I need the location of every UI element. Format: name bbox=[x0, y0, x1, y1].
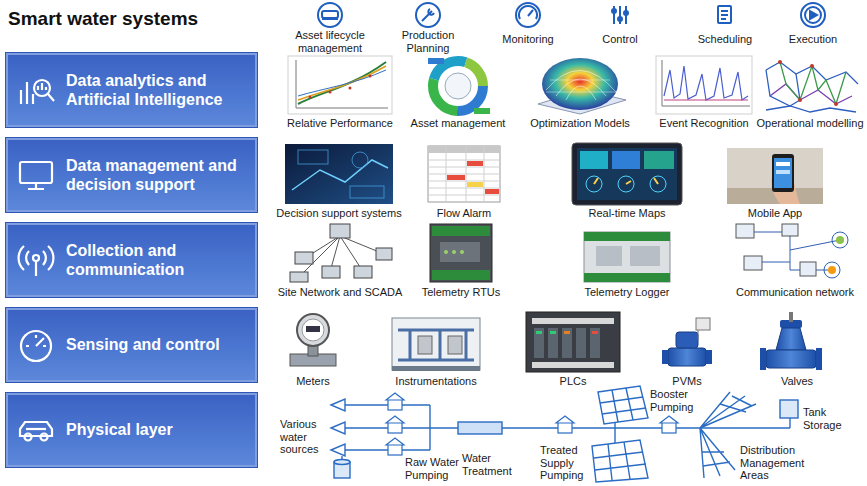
layer-band: Data management and decision support bbox=[5, 137, 258, 213]
caption-label: Mobile App bbox=[748, 207, 802, 220]
management-pictures bbox=[285, 143, 823, 205]
caption-label: PLCs bbox=[560, 375, 587, 388]
band-text-holder: Sensing and control bbox=[66, 335, 220, 354]
caption-label: Valves bbox=[781, 375, 813, 388]
caption-label: Various water sources bbox=[280, 418, 330, 456]
caption-label: Operational modelling bbox=[756, 117, 863, 130]
band-text-holder: Physical layer bbox=[66, 420, 173, 439]
caption-label: Control bbox=[602, 33, 637, 46]
caption-label: Asset lifecycle management bbox=[284, 29, 376, 54]
caption-label: Instrumentations bbox=[395, 375, 476, 388]
caption-label: Site Network and SCADA bbox=[278, 286, 403, 299]
caption-label: Optimization Models bbox=[530, 117, 630, 130]
analytics-icon bbox=[16, 70, 56, 110]
caption-label: Telemetry RTUs bbox=[422, 286, 501, 299]
monitor-icon bbox=[16, 155, 56, 195]
top-icons bbox=[318, 3, 825, 27]
caption-label: Tank Storage bbox=[803, 406, 853, 431]
antenna-icon bbox=[16, 240, 56, 280]
caption-label: Distribution Management Areas bbox=[740, 444, 820, 482]
caption-label: Production Planning bbox=[388, 29, 468, 54]
layer-band: Sensing and control bbox=[5, 307, 258, 383]
pump-houses bbox=[386, 393, 678, 455]
caption-label: Relative Performance bbox=[287, 117, 393, 130]
band-text-holder: Data analytics and Artificial Intelligen… bbox=[66, 71, 251, 109]
layer-title: Collection and communication bbox=[66, 241, 251, 279]
vehicle-icon bbox=[16, 410, 56, 450]
caption-label: Flow Alarm bbox=[437, 207, 491, 220]
analytics-pictures bbox=[288, 56, 858, 114]
caption-label: Telemetry Logger bbox=[585, 286, 670, 299]
band-text-holder: Data management and decision support bbox=[66, 156, 251, 194]
caption-label: Execution bbox=[789, 33, 837, 46]
diagram-title: Smart water systems bbox=[8, 8, 198, 30]
caption-label: Scheduling bbox=[698, 33, 752, 46]
caption-label: Meters bbox=[296, 375, 330, 388]
caption-label: Treated Supply Pumping bbox=[540, 444, 596, 482]
layer-band: Collection and communication bbox=[5, 222, 258, 298]
caption-label: Monitoring bbox=[502, 33, 553, 46]
layer-title: Data management and decision support bbox=[66, 156, 251, 194]
caption-label: Real-time Maps bbox=[588, 207, 665, 220]
caption-label: Asset management bbox=[411, 117, 506, 130]
caption-label: Event Recognition bbox=[659, 117, 748, 130]
communication-pictures bbox=[290, 224, 848, 282]
layer-title: Data analytics and Artificial Intelligen… bbox=[66, 71, 251, 109]
sensing-pictures bbox=[290, 312, 822, 372]
caption-label: Water Treatment bbox=[462, 452, 522, 477]
water-network bbox=[331, 386, 798, 482]
layer-title: Physical layer bbox=[66, 420, 173, 439]
caption-label: Booster Pumping bbox=[650, 388, 702, 413]
caption-label: Decision support systems bbox=[276, 207, 401, 220]
layer-title: Sensing and control bbox=[66, 335, 220, 354]
layer-band: Data analytics and Artificial Intelligen… bbox=[5, 52, 258, 128]
caption-label: Communication network bbox=[736, 286, 854, 299]
caption-label: Raw Water Pumping bbox=[405, 456, 469, 481]
layer-band: Physical layer bbox=[5, 392, 258, 468]
caption-label: PVMs bbox=[672, 375, 701, 388]
band-text-holder: Collection and communication bbox=[66, 241, 251, 279]
gauge-icon bbox=[16, 325, 56, 365]
